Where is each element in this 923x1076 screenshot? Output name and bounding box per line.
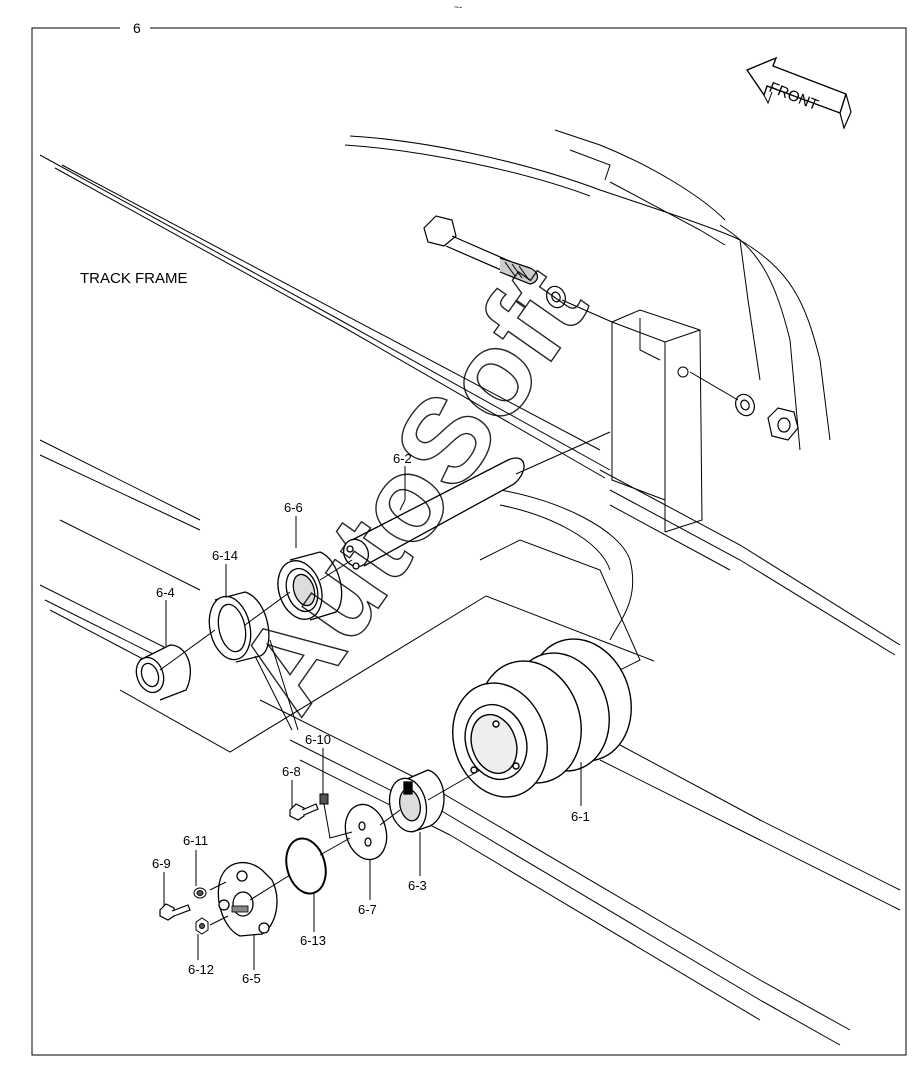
label-6-4: 6-4 xyxy=(156,585,175,600)
label-6-9: 6-9 xyxy=(152,856,171,871)
label-6-10: 6-10 xyxy=(305,732,331,747)
label-6-11: 6-11 xyxy=(183,833,208,848)
part-leader-line xyxy=(209,803,353,926)
track-frame-label: TRACK FRAME xyxy=(80,270,188,287)
track-roller-icon xyxy=(452,638,632,798)
top-mark: ~- xyxy=(454,2,462,12)
end-cover-icon xyxy=(217,861,278,937)
cover-axis-line xyxy=(249,809,401,901)
front-arrow-icon: FRONT xyxy=(745,56,852,130)
assembly-axis-line xyxy=(159,559,353,671)
label-6-14: 6-14 xyxy=(212,548,238,563)
label-6-7: 6-7 xyxy=(358,902,377,917)
track-frame-outline xyxy=(39,129,901,1046)
seal-ring-icon xyxy=(208,591,270,663)
o-ring-icon xyxy=(285,837,327,895)
bushing-icon xyxy=(135,644,191,701)
nut-icon xyxy=(767,407,799,441)
thrust-plate-icon xyxy=(344,803,388,861)
collar-icon xyxy=(388,769,445,833)
callout-lines xyxy=(163,466,582,970)
shaft-icon xyxy=(342,457,525,570)
label-6-1: 6-1 xyxy=(571,809,590,824)
label-6-6: 6-6 xyxy=(284,500,303,515)
bolt-axis-line xyxy=(561,299,739,401)
label-6-13: 6-13 xyxy=(300,933,326,948)
label-6-3: 6-3 xyxy=(408,878,427,893)
label-6-2: 6-2 xyxy=(393,451,412,466)
figure-number: 6 xyxy=(133,20,141,36)
shaft-axis-line xyxy=(515,431,611,475)
assembly-bracket-line xyxy=(119,595,655,753)
cover-bolt-icon xyxy=(159,903,191,921)
mounting-bolt-icon xyxy=(423,215,539,285)
washer-icon xyxy=(546,285,755,417)
label-6-8: 6-8 xyxy=(282,764,301,779)
floating-seal-icon xyxy=(277,551,343,621)
figure-frame xyxy=(31,27,907,1056)
collar-axis-line xyxy=(427,769,481,801)
label-6-5: 6-5 xyxy=(242,971,261,986)
label-6-12: 6-12 xyxy=(188,962,214,977)
set-screw-icon xyxy=(289,803,319,821)
